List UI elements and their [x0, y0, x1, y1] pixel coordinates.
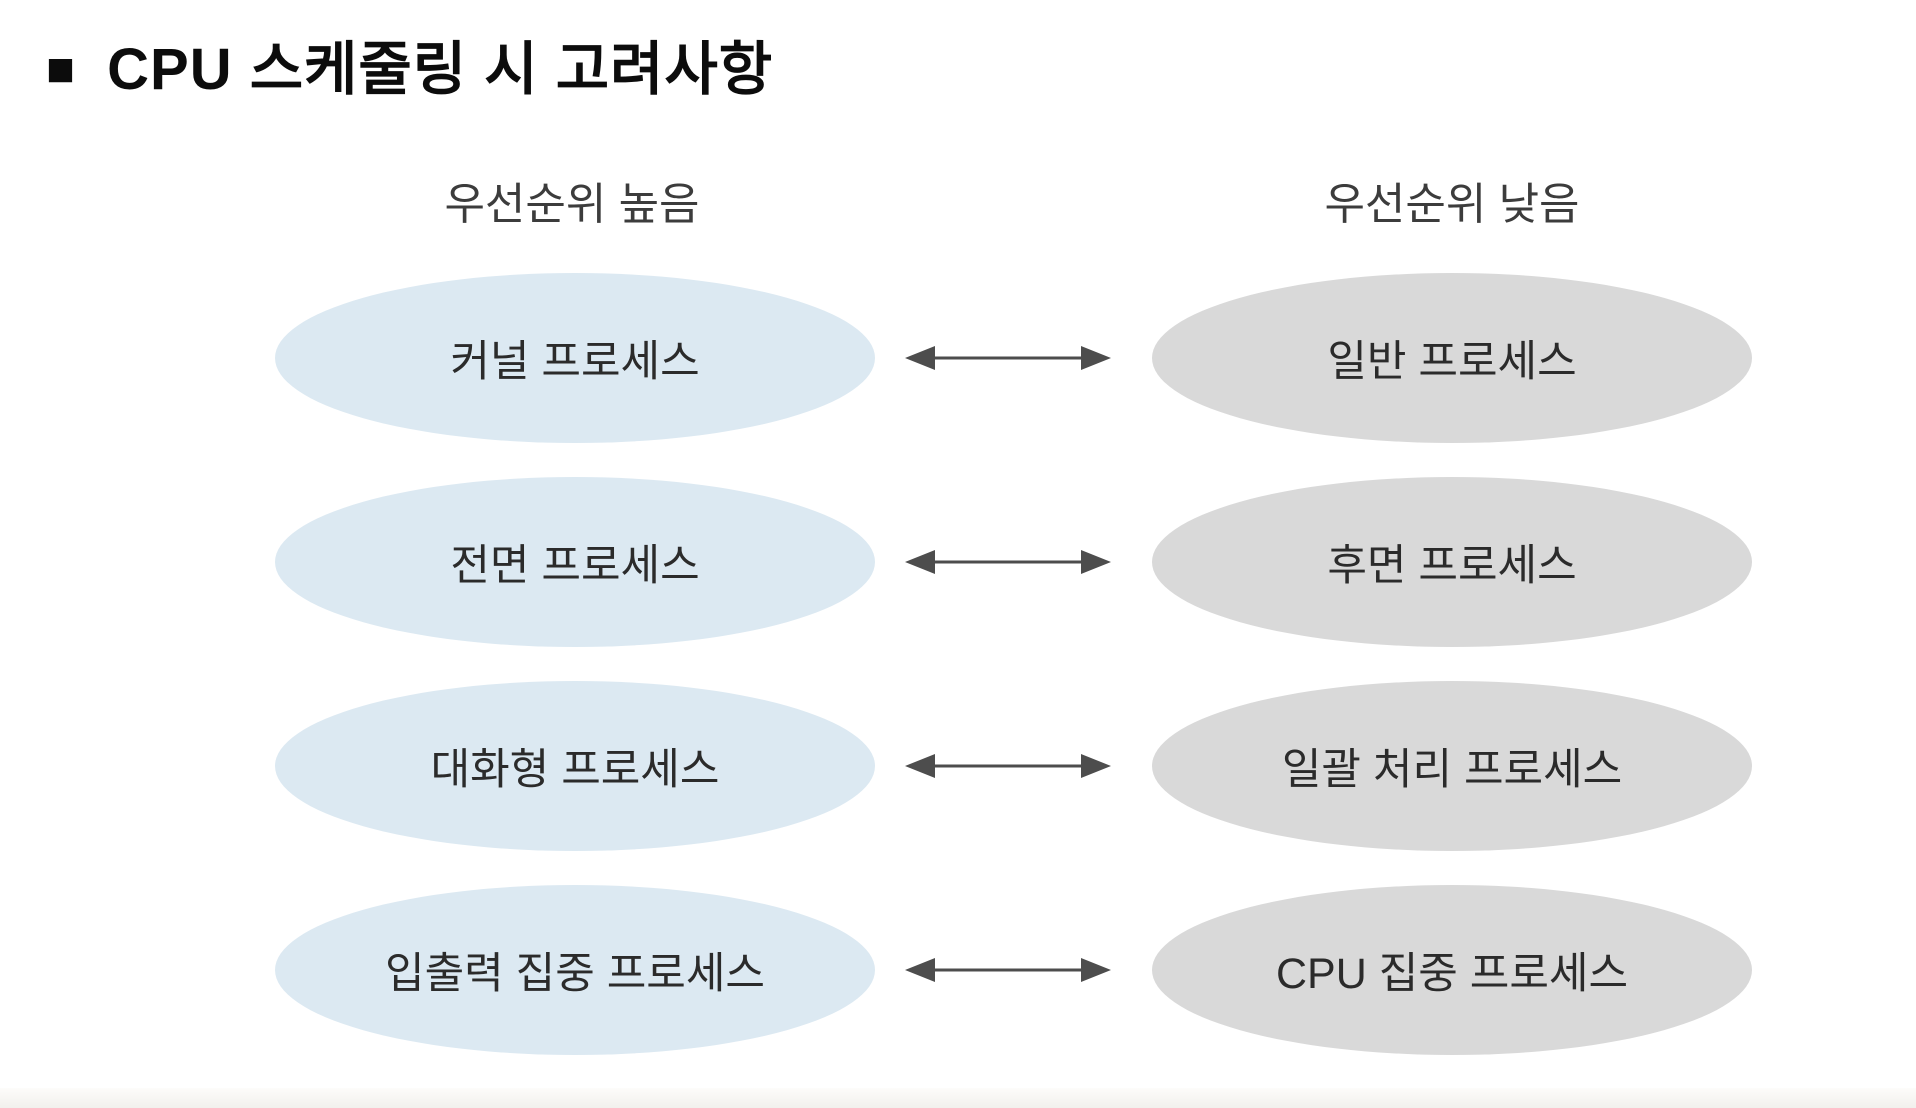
bidirectional-arrow-icon [905, 346, 1111, 370]
square-bullet-icon: ■ [46, 43, 76, 96]
diagram-row: 전면 프로세스 후면 프로세스 [0, 477, 1916, 647]
column-header-high-priority: 우선순위 높음 [444, 180, 700, 229]
ellipse-label: 후면 프로세스 [1327, 542, 1577, 590]
page-title: ■ CPU 스케줄링 시 고려사항 [46, 22, 773, 106]
bidirectional-arrow-icon [905, 754, 1111, 778]
diagram-row: 대화형 프로세스 일괄 처리 프로세스 [0, 681, 1916, 851]
high-priority-ellipse: 전면 프로세스 [275, 477, 875, 647]
ellipse-label: 전면 프로세스 [450, 542, 700, 590]
low-priority-ellipse: 후면 프로세스 [1152, 477, 1752, 647]
ellipse-label: 일괄 처리 프로세스 [1281, 746, 1623, 794]
high-priority-ellipse: 입출력 집중 프로세스 [275, 885, 875, 1055]
page-bottom-edge [0, 1088, 1916, 1108]
diagram-row: 입출력 집중 프로세스 CPU 집중 프로세스 [0, 885, 1916, 1055]
page-title-text: CPU 스케줄링 시 고려사항 [107, 37, 774, 102]
low-priority-ellipse: CPU 집중 프로세스 [1152, 885, 1752, 1055]
diagram-row: 커널 프로세스 일반 프로세스 [0, 273, 1916, 443]
ellipse-label: 일반 프로세스 [1327, 338, 1577, 386]
column-header-low-priority: 우선순위 낮음 [1324, 180, 1580, 229]
low-priority-ellipse: 일반 프로세스 [1152, 273, 1752, 443]
high-priority-ellipse: 커널 프로세스 [275, 273, 875, 443]
low-priority-ellipse: 일괄 처리 프로세스 [1152, 681, 1752, 851]
bidirectional-arrow-icon [905, 958, 1111, 982]
high-priority-ellipse: 대화형 프로세스 [275, 681, 875, 851]
bidirectional-arrow-icon [905, 550, 1111, 574]
ellipse-label: 대화형 프로세스 [430, 746, 720, 794]
ellipse-label: 입출력 집중 프로세스 [385, 950, 765, 998]
ellipse-label: 커널 프로세스 [450, 338, 700, 386]
ellipse-label: CPU 집중 프로세스 [1275, 950, 1629, 998]
